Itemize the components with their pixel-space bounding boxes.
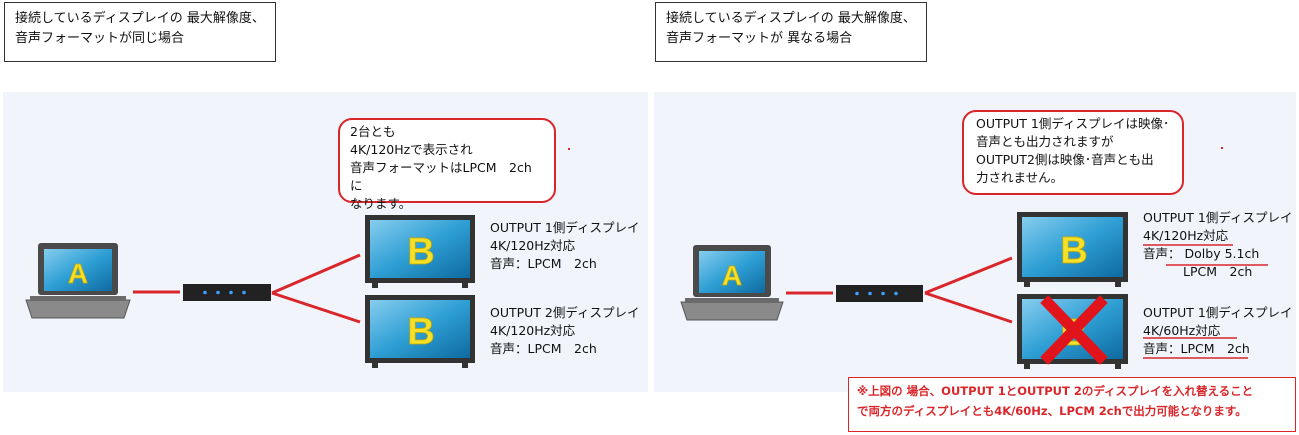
right-output1-title: OUTPUT 1側ディスプレイ [1143,210,1293,225]
left-connection-lines [133,253,361,324]
left-output2-spec: OUTPUT 2側ディスプレイ 4K/120Hz対応 音声：LPCM 2ch [490,304,640,358]
right-output1-audio-dolby: Dolby 5.1ch [1184,246,1260,261]
right-output1-audio-label: 音声： [1143,246,1181,261]
left-callout-box: 2台とも 4K/120Hzで表示され 音声フォーマットはLPCM 2chに なり… [338,118,556,211]
right-callout-line-1: OUTPUT 1側ディスプレイは映像･ [976,116,1170,131]
left-caption-line-1: 接続しているディスプレイの 最大解像度、 [15,11,265,26]
right-laptop [680,245,784,321]
no-output-x-icon [1040,295,1108,365]
left-small-mark [568,148,570,150]
left-callout-line-2: 4K/120Hzで表示され [350,142,473,157]
right-caption-box: 接続しているディスプレイの 最大解像度、 音声フォーマットが 異なる場合 [655,2,927,62]
right-callout-line-2: 音声とも出力されますが [976,134,1114,149]
left-tv-output1 [365,215,475,288]
right-splitter-box [836,285,923,302]
right-spec-underlines [1143,244,1268,359]
swap-displays-note: ※上図の 場合、OUTPUT 1とOUTPUT 2のディスプレイを入れ替えること… [848,377,1296,432]
left-output1-title: OUTPUT 1側ディスプレイ [490,220,640,235]
right-output1-audio-row: 音声：Dolby 5.1ch [1143,245,1293,263]
right-callout-box: OUTPUT 1側ディスプレイは映像･ 音声とも出力されますが OUTPUT2側… [962,110,1184,195]
left-splitter-box [183,284,271,301]
left-output2-audio: 音声：LPCM 2ch [490,341,597,356]
right-output2-title: OUTPUT 1側ディスプレイ [1143,305,1293,320]
right-callout-line-4: 力されません。 [976,170,1064,185]
right-connection-lines [786,256,1013,324]
right-output1-spec: OUTPUT 1側ディスプレイ 4K/120Hz対応 音声：Dolby 5.1c… [1143,209,1293,281]
left-caption-line-2: 音声フォーマットが同じ場合 [15,31,185,46]
left-output1-audio: 音声：LPCM 2ch [490,256,597,271]
left-callout-line-4: なります。 [350,196,412,211]
left-laptop-letter: A [68,258,88,289]
right-output2-resolution: 4K/60Hz対応 [1143,323,1221,338]
right-output1-audio-lpcm: LPCM 2ch [1183,264,1253,279]
right-tv-output1-letter: B [1060,230,1087,272]
left-output2-title: OUTPUT 2側ディスプレイ [490,305,640,320]
note-line-1: ※上図の 場合、OUTPUT 1とOUTPUT 2のディスプレイを入れ替えること [857,384,1254,398]
left-output1-resolution: 4K/120Hz対応 [490,238,576,253]
left-tv-output1-letter: B [407,231,434,273]
right-output2-spec: OUTPUT 1側ディスプレイ 4K/60Hz対応 音声：LPCM 2ch [1143,304,1293,358]
left-tv-output2 [365,295,475,368]
left-laptop [25,243,131,319]
right-callout-line-3: OUTPUT2側は映像･音声とも出 [976,152,1154,167]
right-output1-resolution: 4K/120Hz対応 [1143,228,1229,243]
right-small-mark [1221,147,1223,149]
note-line-2: で両方のディスプレイとも4K/60Hz、LPCM 2chで出力可能となります。 [857,404,1247,418]
right-output2-audio: 音声：LPCM 2ch [1143,341,1250,356]
left-callout-line-3: 音声フォーマットはLPCM 2chに [350,160,532,193]
left-output2-resolution: 4K/120Hz対応 [490,323,576,338]
left-caption-box: 接続しているディスプレイの 最大解像度、 音声フォーマットが同じ場合 [4,2,276,62]
left-callout-line-1: 2台とも [350,124,396,139]
left-tv-output2-letter: B [407,311,434,353]
left-output1-spec: OUTPUT 1側ディスプレイ 4K/120Hz対応 音声：LPCM 2ch [490,219,640,273]
right-caption-line-2: 音声フォーマットが 異なる場合 [666,31,853,46]
right-tv-output1 [1017,212,1128,287]
right-caption-line-1: 接続しているディスプレイの 最大解像度、 [666,11,916,26]
right-laptop-letter: A [722,260,742,291]
